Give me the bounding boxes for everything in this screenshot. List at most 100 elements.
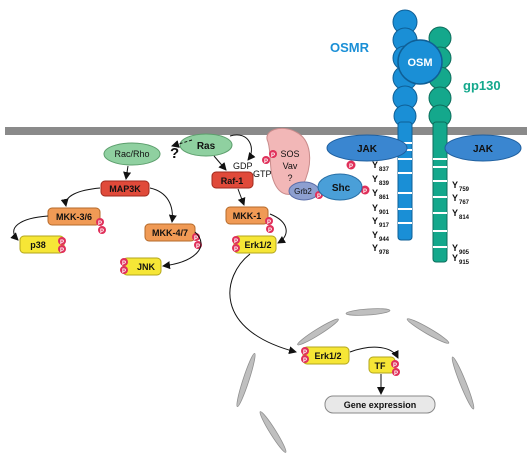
map3k-node: MAP3K xyxy=(100,180,150,197)
gp130-site: Y 814 xyxy=(452,208,470,221)
pathway-question-mark: ? xyxy=(170,145,179,162)
erk12-nuclear-node: Erk1/2 P P xyxy=(301,346,350,365)
tf-node: TF P P xyxy=(368,356,400,377)
nuclear-envelope-segment xyxy=(451,356,475,410)
svg-text:Y: Y xyxy=(452,253,458,263)
svg-text:901: 901 xyxy=(379,210,390,216)
phospho-marker xyxy=(194,241,202,249)
gp130-site: Y 759 xyxy=(452,180,470,193)
svg-text:P: P xyxy=(267,220,271,226)
nuclear-envelope-segment xyxy=(236,352,256,408)
arrow-map3k-to-mkk36 xyxy=(60,187,101,207)
pathway-arrows xyxy=(10,134,399,395)
jak-left-label: JAK xyxy=(357,144,378,155)
arrow-erk12-to-tf xyxy=(349,346,399,359)
svg-text:P: P xyxy=(317,194,321,200)
svg-text:Y: Y xyxy=(452,243,458,253)
svg-text:Y: Y xyxy=(452,180,458,190)
jnk-label: JNK xyxy=(137,262,156,272)
arrow-mkk1-to-erk12 xyxy=(269,213,287,244)
phospho-marker xyxy=(232,244,240,252)
erk12-label: Erk1/2 xyxy=(244,240,271,250)
grb2-node: Grb2 P xyxy=(288,181,323,201)
osmr-site: P Y 861 xyxy=(360,185,390,201)
jak-right xyxy=(444,134,522,162)
svg-text:Y: Y xyxy=(372,230,378,240)
gp130-site: Y 767 xyxy=(452,193,470,206)
p38-label: p38 xyxy=(30,240,46,250)
gene-expression-box: Gene expression xyxy=(324,395,436,414)
gtp-label: GTP xyxy=(253,169,272,179)
ras-label: Ras xyxy=(197,141,216,152)
svg-text:Y: Y xyxy=(452,193,458,203)
phospho-marker xyxy=(346,160,356,170)
shc-label: Shc xyxy=(332,183,351,194)
phospho-marker xyxy=(301,347,309,355)
mkk47-node: MKK-4/7 P P xyxy=(144,223,202,250)
arrow-erk12-to-nucleus xyxy=(229,253,297,355)
phospho-marker xyxy=(391,360,399,368)
phospho-marker xyxy=(266,225,274,233)
vav-label: Vav xyxy=(283,161,298,171)
jak-right-label: JAK xyxy=(473,144,494,155)
phospho-marker xyxy=(269,150,277,158)
sos-vav-complex: SOS Vav ? P P xyxy=(262,127,311,195)
svg-text:Y: Y xyxy=(452,208,458,218)
svg-text:905: 905 xyxy=(459,250,470,256)
arrow-mkk36-to-p38 xyxy=(10,215,49,241)
svg-text:P: P xyxy=(264,159,268,165)
raf1-label: Raf-1 xyxy=(221,176,244,186)
svg-text:P: P xyxy=(122,269,126,275)
phospho-marker xyxy=(360,185,370,195)
phospho-marker xyxy=(96,218,104,226)
svg-text:P: P xyxy=(122,261,126,267)
gp130-site: Y 915 xyxy=(452,253,470,266)
svg-text:759: 759 xyxy=(459,187,470,193)
osm-label: OSM xyxy=(407,57,432,69)
nuclear-envelope-segment xyxy=(259,411,287,453)
gene-expression-label: Gene expression xyxy=(344,400,417,410)
svg-text:814: 814 xyxy=(459,215,470,221)
osmr-site: Y 944 xyxy=(372,230,390,243)
svg-text:Y: Y xyxy=(372,174,378,184)
nuclear-envelope-segment xyxy=(297,318,339,346)
svg-text:P: P xyxy=(60,248,64,254)
osmr-site: Y 978 xyxy=(372,243,390,256)
sos-question: ? xyxy=(287,173,292,183)
svg-text:Y: Y xyxy=(372,243,378,253)
gp130-site: Y 905 xyxy=(452,243,470,256)
jak-left xyxy=(326,134,408,162)
svg-text:915: 915 xyxy=(459,260,470,266)
svg-text:P: P xyxy=(194,236,198,242)
tf-label: TF xyxy=(375,361,386,371)
grb2-label: Grb2 xyxy=(294,187,312,196)
mkk36-node: MKK-3/6 P P xyxy=(47,207,106,235)
arrow-raf1-to-mkk1 xyxy=(237,188,246,206)
svg-text:P: P xyxy=(268,228,272,234)
svg-text:P: P xyxy=(196,244,200,250)
svg-text:P: P xyxy=(100,229,104,235)
mkk1-label: MKK-1 xyxy=(233,211,262,221)
arrow-map3k-to-mkk47 xyxy=(149,187,177,223)
ras-node: Ras xyxy=(179,133,233,157)
erk12-node: Erk1/2 P P xyxy=(232,235,277,254)
gp130-receptor xyxy=(428,26,452,263)
svg-text:P: P xyxy=(393,363,397,369)
svg-text:P: P xyxy=(394,371,398,377)
raf1-node: Raf-1 xyxy=(211,171,254,189)
rac-rho-node: Rac/Rho xyxy=(103,142,161,166)
phospho-marker xyxy=(58,237,66,245)
osm-ligand: OSM xyxy=(397,39,443,85)
svg-text:P: P xyxy=(98,221,102,227)
svg-text:P: P xyxy=(234,239,238,245)
phospho-marker xyxy=(98,226,106,234)
osmr-site: P Y 837 xyxy=(346,160,390,173)
osmr-site: Y 917 xyxy=(372,216,390,229)
arrow-gdp-gtp-cycle xyxy=(229,134,256,161)
phospho-marker xyxy=(120,258,128,266)
phospho-marker xyxy=(262,156,270,164)
p38-node: p38 P P xyxy=(19,235,66,254)
svg-text:Y: Y xyxy=(372,160,378,170)
svg-text:P: P xyxy=(363,189,367,195)
